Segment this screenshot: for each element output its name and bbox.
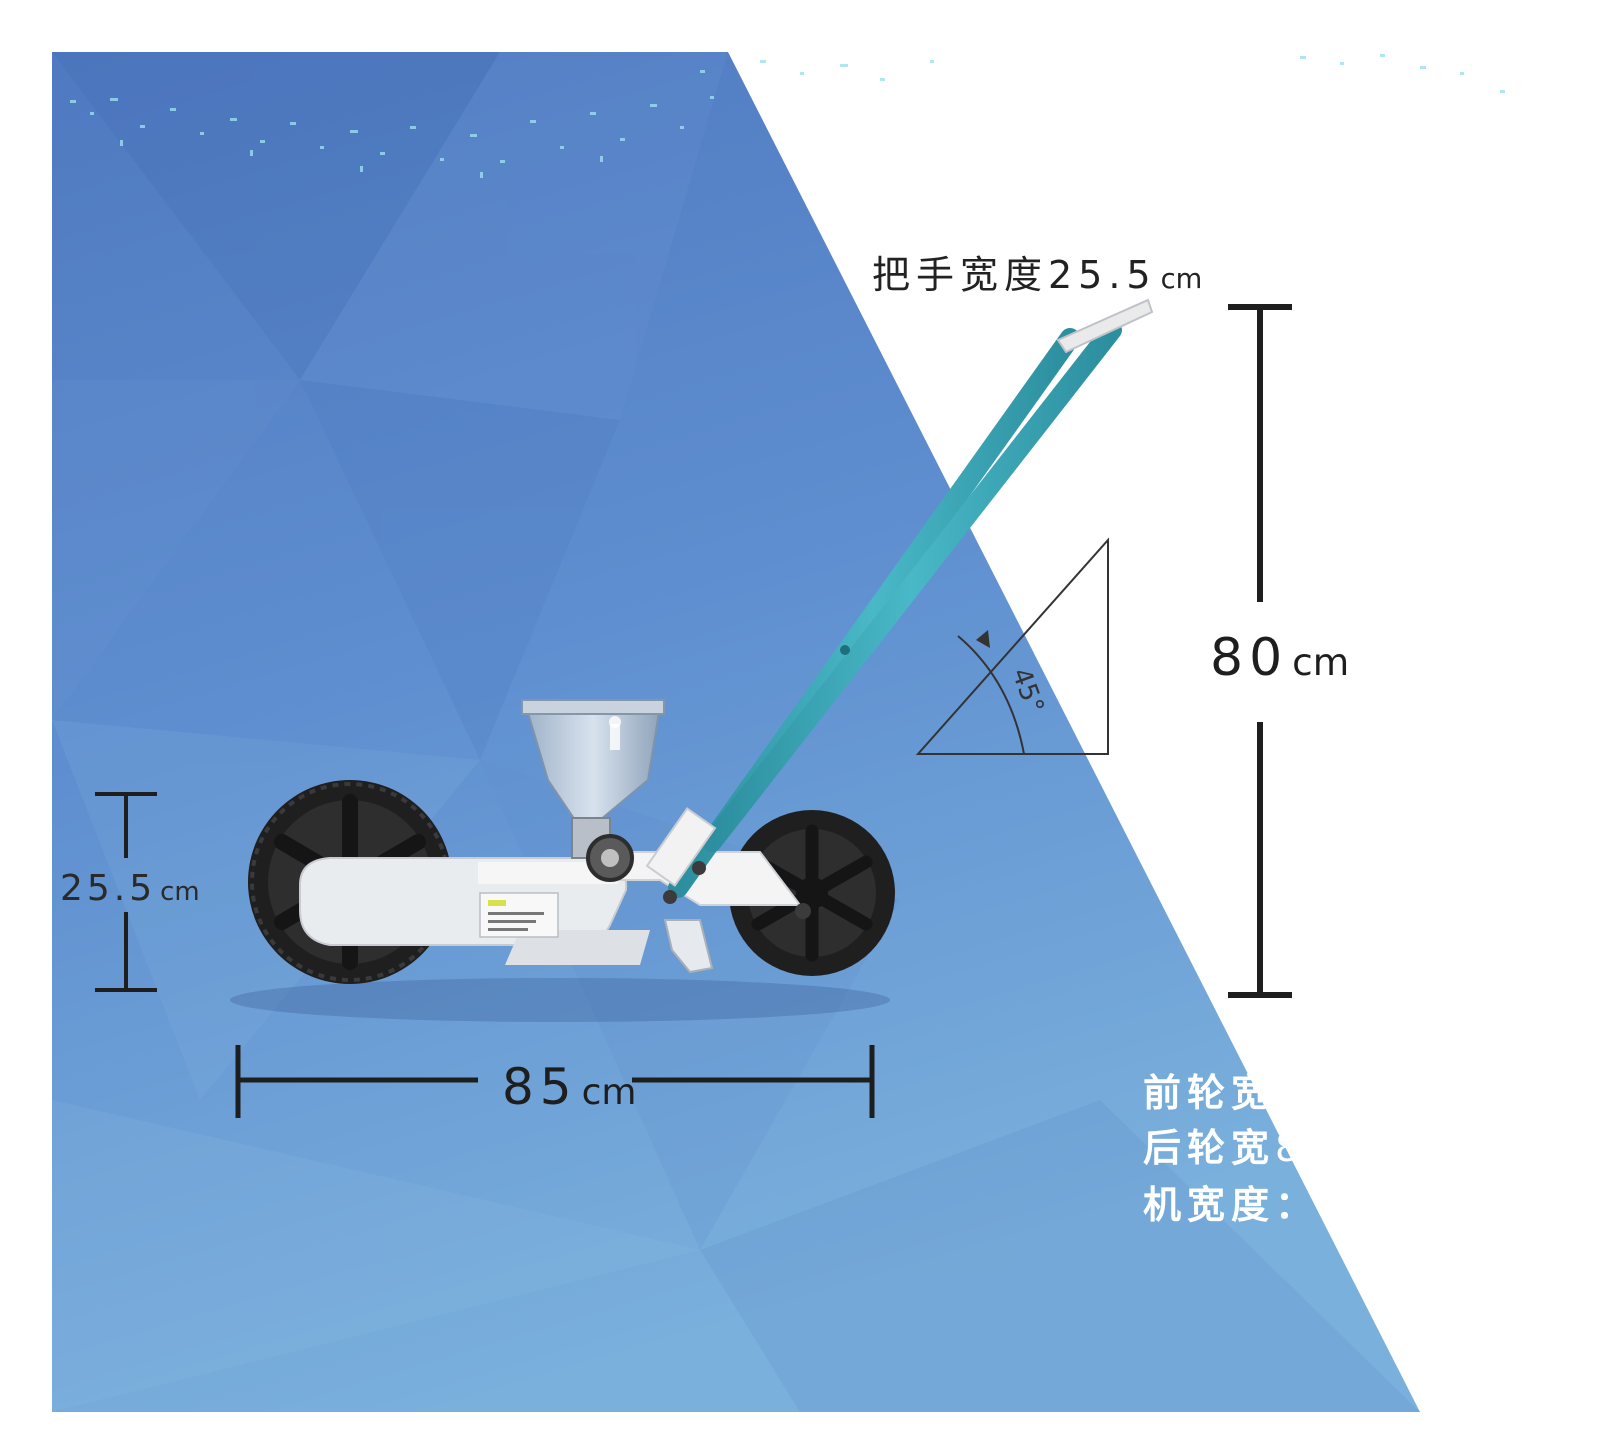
wheel-height-dimension-line xyxy=(95,792,157,992)
front-wheel xyxy=(729,810,895,976)
seed-hopper xyxy=(521,699,665,882)
height-dimension-line xyxy=(1228,304,1292,998)
machine-body xyxy=(299,851,803,974)
angle-indicator xyxy=(915,537,1109,755)
digital-dot-pattern-right xyxy=(760,54,1505,93)
blue-background-panel xyxy=(52,52,1420,1412)
handle-arms xyxy=(645,298,1154,919)
furrow-opener xyxy=(663,919,714,974)
length-dimension-line xyxy=(235,1045,875,1118)
digital-dot-pattern xyxy=(70,70,714,178)
handle-grip xyxy=(1056,298,1154,354)
machine-shadow xyxy=(230,978,890,1022)
